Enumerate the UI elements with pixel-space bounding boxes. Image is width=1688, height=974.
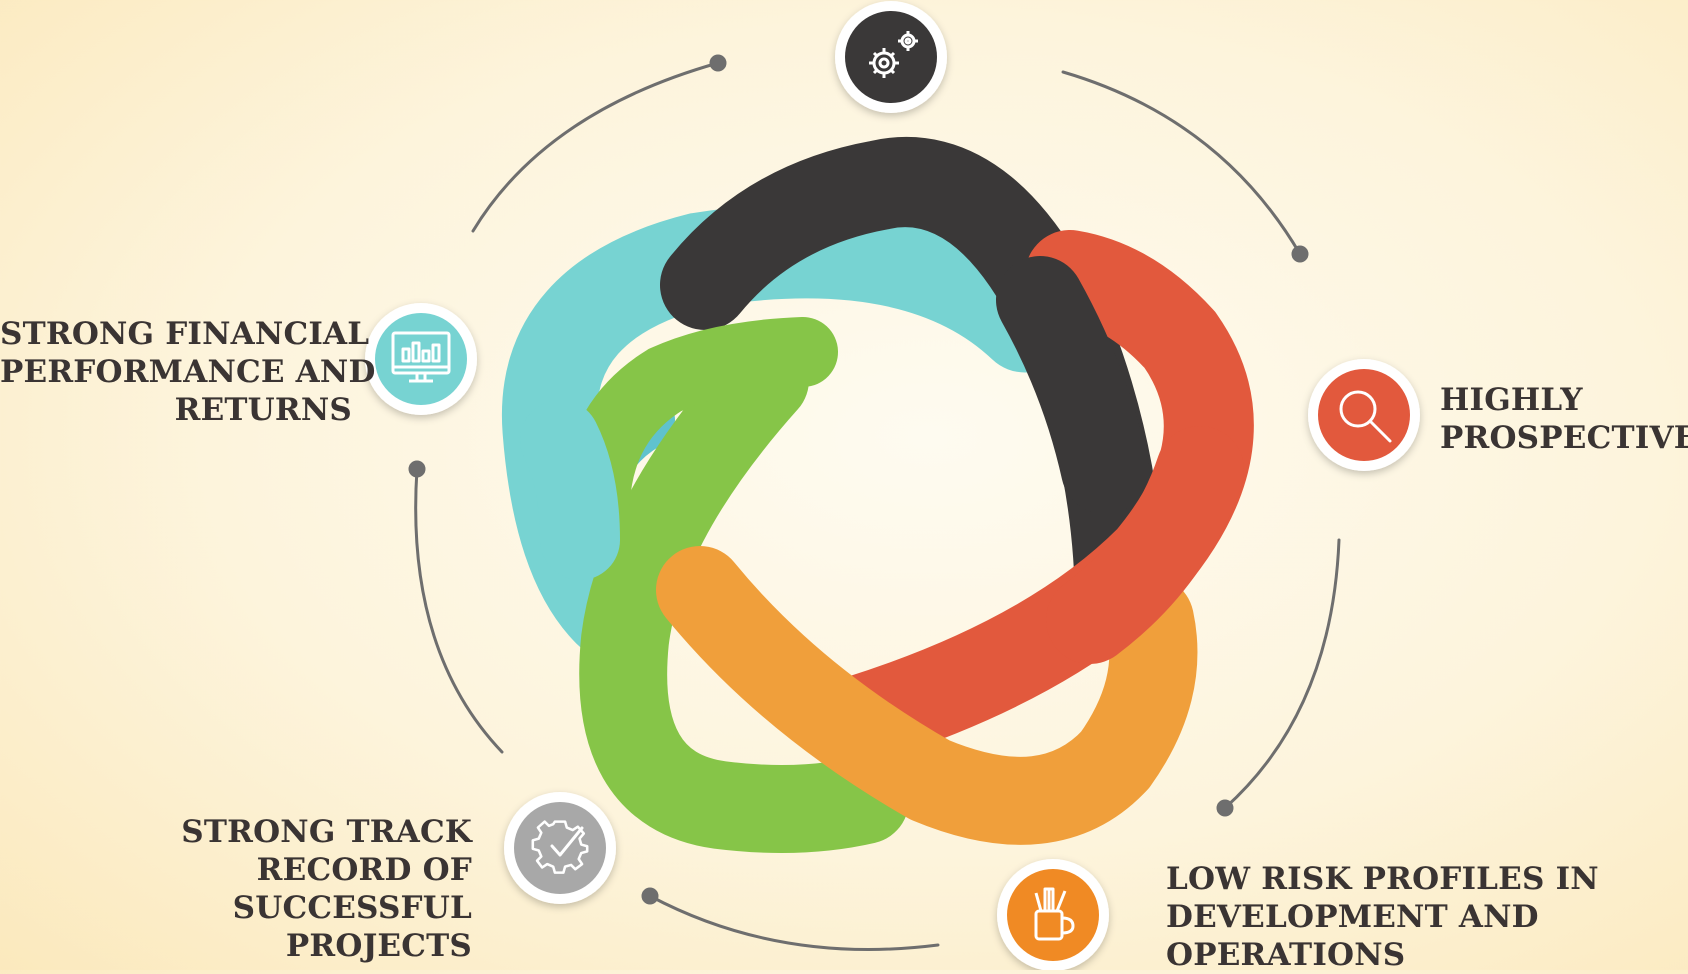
label-line: PROSPECTIVE	[1440, 420, 1688, 456]
label-line: PERFORMANCE AND	[0, 354, 376, 390]
monitor-chart-icon	[391, 331, 451, 383]
icon-badges	[365, 1, 1420, 970]
badge-financial	[365, 303, 477, 415]
badge-settings	[835, 1, 947, 113]
label-line: STRONG TRACK	[181, 814, 472, 850]
connector-dot	[641, 887, 659, 905]
label-line: HIGHLY	[1440, 382, 1583, 418]
gear-check-icon	[531, 820, 589, 874]
label-line: STRONG FINANCIAL	[0, 316, 370, 352]
connector-arc-top-right	[1061, 70, 1302, 256]
orange-ring	[656, 546, 1198, 845]
gears-icon	[869, 31, 918, 78]
connector-dot	[1291, 245, 1309, 263]
connector-arc-bottom	[648, 894, 940, 951]
label-line: LOW RISK PROFILES IN	[1166, 861, 1599, 897]
label-line: RETURNS	[174, 392, 352, 428]
label-low-risk-profiles: LOW RISK PROFILES IN DEVELOPMENT AND OPE…	[1166, 860, 1666, 974]
connector-dot	[1216, 799, 1234, 817]
label-line: OPERATIONS	[1166, 937, 1406, 973]
badge-low-risk	[997, 859, 1109, 970]
label-line: SUCCESSFUL	[232, 890, 472, 926]
label-strong-financial-performance: STRONG FINANCIAL PERFORMANCE AND RETURNS	[0, 315, 376, 429]
badge-prospective	[1308, 359, 1420, 471]
label-highly-prospective: HIGHLY PROSPECTIVE	[1440, 381, 1688, 457]
badge-track-record	[504, 792, 616, 904]
label-line: RECORD OF	[256, 852, 472, 888]
label-line: PROJECTS	[285, 928, 472, 964]
interlocking-rings	[501, 137, 1254, 853]
connector-arc-left	[414, 467, 504, 754]
magnifier-icon	[1339, 390, 1392, 443]
label-line: DEVELOPMENT AND	[1166, 899, 1539, 935]
connector-dot	[709, 54, 727, 72]
connector-dot	[408, 460, 426, 478]
pencil-cup-icon	[1034, 887, 1075, 941]
connector-arcs	[408, 54, 1341, 951]
connector-arc-right	[1223, 538, 1341, 810]
connector-arc-top-left	[471, 61, 720, 233]
label-strong-track-record: STRONG TRACK RECORD OF SUCCESSFUL PROJEC…	[150, 813, 472, 965]
